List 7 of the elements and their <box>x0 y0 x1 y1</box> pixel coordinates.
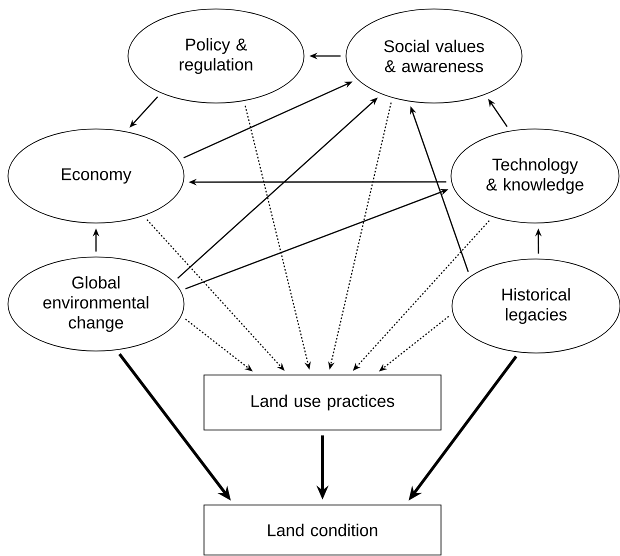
oval-node: Economy <box>8 128 184 224</box>
process-box: Land use practices <box>204 374 442 430</box>
process-box: Land condition <box>204 504 442 556</box>
oval-node: Policy & regulation <box>128 8 304 104</box>
oval-node: Social values & awareness <box>346 8 522 104</box>
oval-node: Global environmental change <box>8 256 184 352</box>
oval-node: Technology & knowledge <box>450 128 620 224</box>
